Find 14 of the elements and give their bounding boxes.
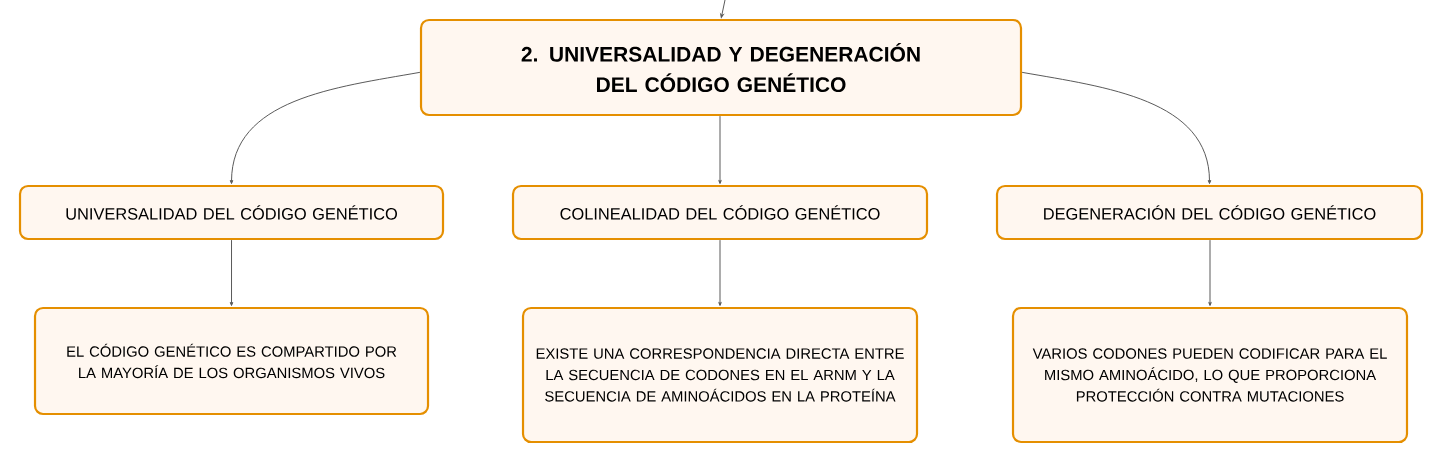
description-box: VARIOS CODONES PUEDEN CODIFICAR PARA EL MISMO AMINOÁCIDO, LO QUE PROPORCIONA PROTECCIÓN CONTRA MUTACIONES	[1011, 306, 1409, 444]
topic-box: UNIVERSALIDAD DEL CÓDIGO GENÉTICO	[18, 184, 445, 241]
description-box: EXISTE UNA CORRESPONDENCIA DIRECTA ENTRE LA SECUENCIA DE CODONES EN EL ARNM Y LA SECUENCIA DE AMINOÁCIDOS EN LA PROTEÍNA	[521, 306, 919, 444]
arrow	[718, 115, 722, 185]
arrow	[1208, 239, 1212, 307]
arrow	[1021, 71, 1212, 185]
topic-box: DEGENERACIÓN DEL CÓDIGO GENÉTICO	[995, 184, 1424, 241]
arrow	[229, 239, 234, 307]
title-box: 2. UNIVERSALIDAD Y DEGENERACIÓN DEL CÓDIGO GENÉTICO	[419, 18, 1023, 117]
arrow	[229, 71, 421, 185]
topic-box: COLINEALIDAD DEL CÓDIGO GENÉTICO	[511, 184, 929, 241]
arrow	[718, 239, 722, 307]
arrow	[720, 0, 726, 19]
description-box: EL CÓDIGO GENÉTICO ES COMPARTIDO POR LA MAYORÍA DE LOS ORGANISMOS VIVOS	[33, 306, 430, 416]
